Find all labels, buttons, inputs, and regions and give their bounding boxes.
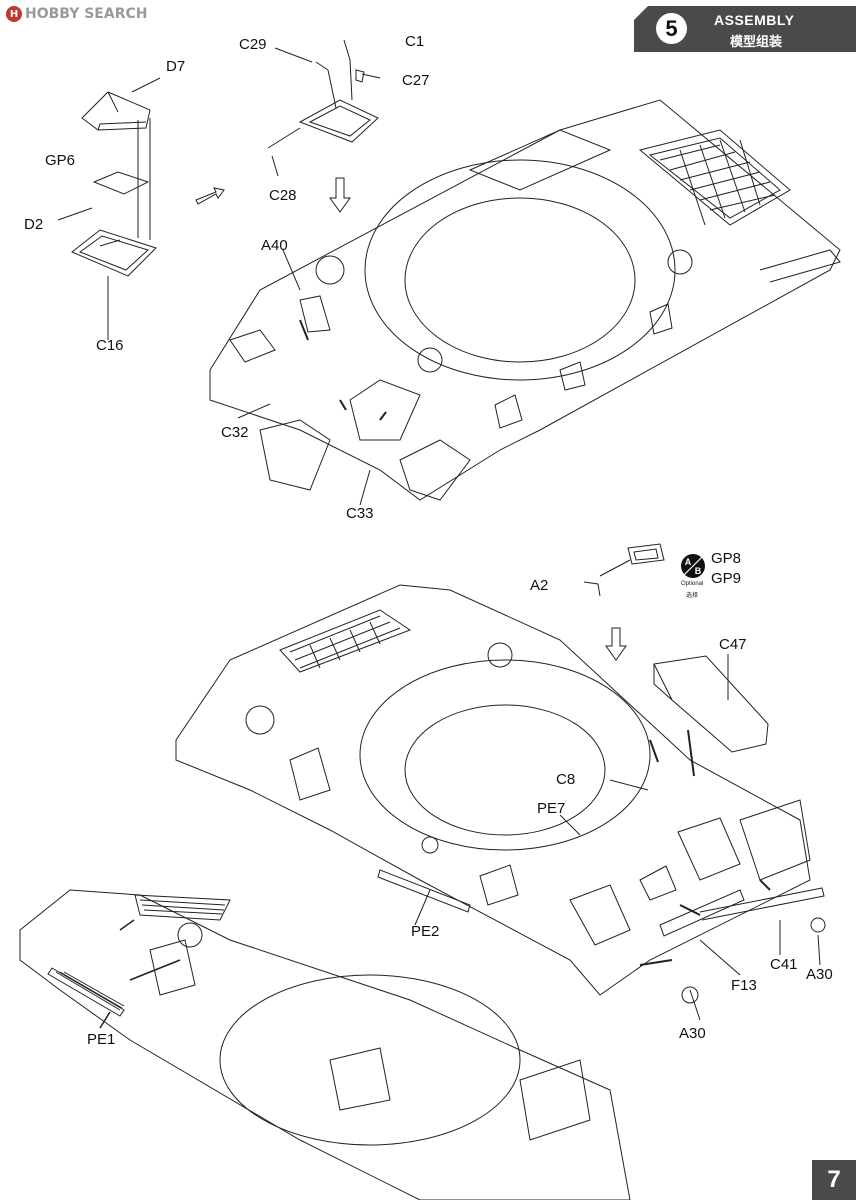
placement-arrow-icon xyxy=(195,187,225,205)
callout-c8: C8 xyxy=(556,771,576,788)
callout-c33: C33 xyxy=(346,505,374,522)
down-arrow-upper-icon xyxy=(329,177,351,213)
optional-label: Optional xyxy=(681,581,704,587)
pe1-part xyxy=(47,967,125,1017)
callout-c32: C32 xyxy=(221,424,249,441)
callout-a30-bottom: A30 xyxy=(679,1025,706,1042)
gp6-part xyxy=(92,171,150,195)
a30-right-part xyxy=(810,917,826,933)
pe1-leaders xyxy=(99,919,181,1029)
page-number: 7 xyxy=(812,1160,856,1200)
callout-gp8: GP8 xyxy=(711,550,742,567)
a2-part xyxy=(583,581,601,597)
upper-hull-leaders xyxy=(237,249,371,506)
pe2-part xyxy=(377,869,471,913)
callout-a30-right: A30 xyxy=(806,966,833,983)
d2-leader xyxy=(57,207,93,221)
callout-d2: D2 xyxy=(24,216,44,233)
c47-plate-part xyxy=(653,655,769,753)
callout-c27: C27 xyxy=(402,72,430,89)
lower-hull-arrows xyxy=(639,729,771,966)
gp8-gp9-part xyxy=(627,543,665,565)
optional-glyph-b: B xyxy=(695,566,702,576)
callout-f13: F13 xyxy=(731,977,757,994)
callout-pe1: PE1 xyxy=(87,1031,116,1048)
watermark: H HOBBY SEARCH xyxy=(6,6,147,22)
pe1-grille xyxy=(55,971,125,1011)
d7-leader xyxy=(131,77,161,93)
callout-gp6: GP6 xyxy=(45,152,76,169)
optional-glyph-a: A xyxy=(685,557,692,567)
down-arrow-lower-icon xyxy=(605,627,627,661)
callout-c29: C29 xyxy=(239,36,267,53)
optional-label-cn: 选择 xyxy=(686,593,699,599)
callout-c41: C41 xyxy=(770,956,798,973)
d7-guide-lines xyxy=(137,118,151,240)
optional-a-b-icon: A B xyxy=(681,554,705,578)
callout-pe2: PE2 xyxy=(411,923,440,940)
commander-hatch-part xyxy=(267,39,379,149)
callout-c47: C47 xyxy=(719,636,747,653)
callout-gp9: GP9 xyxy=(711,570,742,587)
step-number: 5 xyxy=(656,13,687,44)
hatch-leaders xyxy=(271,47,381,177)
callout-a40: A40 xyxy=(261,237,288,254)
lower-hull-bottom-view xyxy=(175,584,825,996)
lower-hull-leaders xyxy=(414,779,649,926)
a30-bottom-part xyxy=(681,986,699,1004)
lower-hull-leaders-2 xyxy=(689,920,821,1021)
callout-c1: C1 xyxy=(405,33,425,50)
step-banner: 5 ASSEMBLY 模型组装 xyxy=(634,6,856,52)
step-title: ASSEMBLY xyxy=(714,12,795,28)
hatch-c16-part xyxy=(71,229,157,277)
upper-hull-arrows xyxy=(299,319,387,421)
a2-leader xyxy=(599,559,631,577)
step-subtitle: 模型组装 xyxy=(730,34,783,49)
callout-c28: C28 xyxy=(269,187,297,204)
upper-hull-top-view xyxy=(209,99,841,501)
watermark-text: HOBBY SEARCH xyxy=(25,6,148,22)
callout-d7: D7 xyxy=(166,58,186,75)
pe1-hull-view xyxy=(19,889,631,1200)
hobby-search-logo-icon: H xyxy=(6,6,22,22)
callout-a2: A2 xyxy=(530,577,549,594)
hatch-d7-part xyxy=(81,91,151,131)
callout-pe7: PE7 xyxy=(537,800,566,817)
callout-c16: C16 xyxy=(96,337,124,354)
